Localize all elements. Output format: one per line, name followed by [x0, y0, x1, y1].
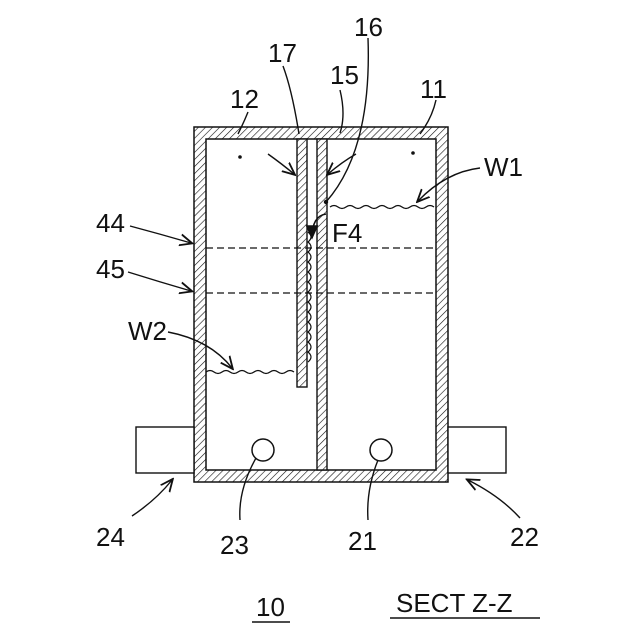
- leader-15-inner: [328, 154, 356, 174]
- leader-23: [240, 458, 256, 520]
- label-15: 15: [330, 60, 359, 90]
- water-surface-w1: [330, 206, 434, 209]
- right-port-pipe: [448, 427, 506, 473]
- label-11: 11: [420, 74, 447, 104]
- baffle-plate: [297, 139, 307, 387]
- leader-17-inner: [268, 154, 294, 174]
- label-22: 22: [510, 522, 539, 552]
- section-caption: SECT Z-Z: [396, 588, 513, 618]
- chamber-11-dot: [411, 151, 415, 155]
- label-17: 17: [268, 38, 297, 68]
- leader-17: [283, 66, 299, 134]
- leader-22: [468, 480, 520, 518]
- partition-wall: [317, 139, 327, 470]
- port-21-circle: [370, 439, 392, 461]
- leader-44: [130, 226, 191, 243]
- label-12: 12: [230, 84, 259, 114]
- label-44: 44: [96, 208, 125, 238]
- figure-number: 10: [256, 592, 285, 622]
- label-w1: W1: [484, 152, 523, 182]
- label-w2: W2: [128, 316, 167, 346]
- label-16: 16: [354, 12, 383, 42]
- leader-24: [132, 480, 172, 516]
- droplet-film: [308, 232, 311, 362]
- label-23: 23: [220, 530, 249, 560]
- label-21: 21: [348, 526, 377, 556]
- port-23-circle: [252, 439, 274, 461]
- leader-w1: [418, 168, 480, 201]
- label-f4: F4: [332, 218, 362, 248]
- chamber-12-dot: [238, 155, 242, 159]
- leader-21: [368, 460, 378, 520]
- water-surface-w2: [206, 371, 294, 374]
- label-24: 24: [96, 522, 125, 552]
- leader-45: [128, 272, 191, 291]
- label-45: 45: [96, 254, 125, 284]
- left-port-pipe: [136, 427, 194, 473]
